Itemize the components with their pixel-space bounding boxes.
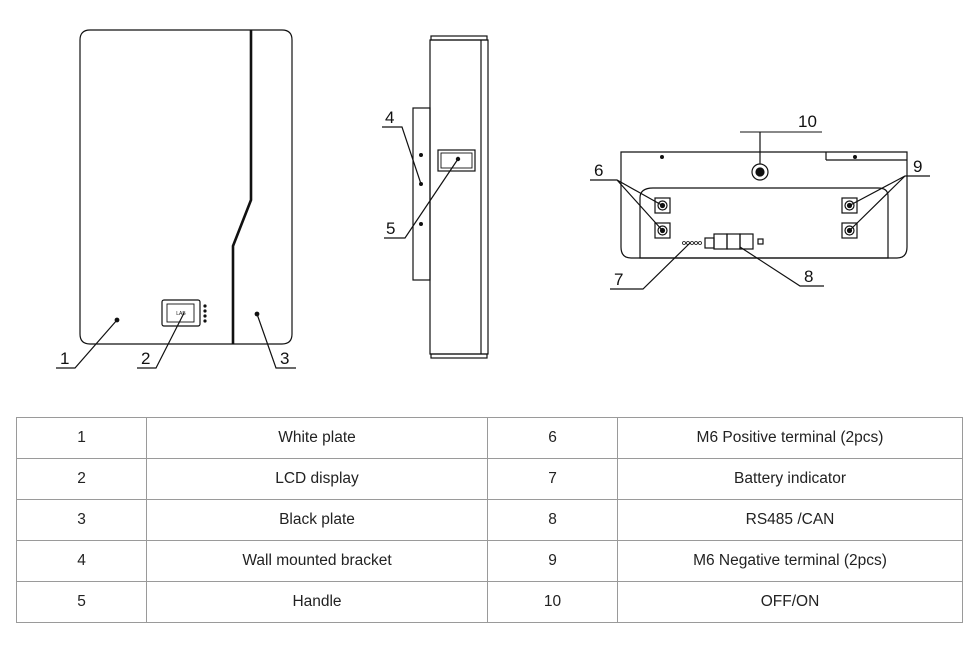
part-number: 8	[487, 499, 618, 541]
callout-3: 3	[280, 349, 289, 368]
part-number: 7	[487, 458, 618, 500]
leader-7	[610, 242, 691, 290]
part-number: 2	[16, 458, 147, 500]
part-name: RS485 /CAN	[617, 499, 963, 541]
callout-6: 6	[594, 161, 603, 180]
callout-4: 4	[385, 108, 394, 127]
leader-1	[56, 319, 118, 369]
part-number: 4	[16, 540, 147, 582]
lcd-status-leds	[203, 304, 207, 323]
table-row: 1 White plate 6 M6 Positive terminal (2p…	[16, 417, 963, 459]
wall-bracket	[412, 107, 431, 281]
side-view-top-cap	[430, 35, 488, 41]
battery-indicator	[682, 241, 702, 245]
part-name: White plate	[146, 417, 488, 459]
leader-2	[137, 312, 185, 369]
leader-3	[256, 313, 296, 369]
power-switch	[751, 163, 769, 181]
part-number: 10	[487, 581, 618, 623]
positive-terminals	[654, 197, 671, 239]
black-plate-divider	[231, 30, 253, 344]
leader-4	[382, 126, 422, 185]
side-view-body	[429, 39, 489, 355]
side-view	[382, 35, 489, 359]
port-view	[590, 131, 930, 290]
table-row: 2 LCD display 7 Battery indicator	[16, 458, 963, 500]
leader-5	[384, 158, 459, 239]
table-row: 3 Black plate 8 RS485 /CAN	[16, 499, 963, 541]
callout-1: 1	[60, 349, 69, 368]
lcd-display: LAB	[161, 299, 207, 327]
part-number: 1	[16, 417, 147, 459]
leader-6	[590, 179, 663, 231]
front-view: LAB	[56, 29, 296, 369]
callout-7: 7	[614, 270, 623, 289]
part-number: 5	[16, 581, 147, 623]
part-name: Handle	[146, 581, 488, 623]
side-view-bottom-cap	[430, 353, 488, 359]
parts-table: 1 White plate 6 M6 Positive terminal (2p…	[16, 417, 963, 623]
part-name: Black plate	[146, 499, 488, 541]
lcd-text: LAB	[176, 311, 186, 317]
callout-10: 10	[798, 112, 817, 131]
part-name: Battery indicator	[617, 458, 963, 500]
callout-9: 9	[913, 157, 922, 176]
callout-2: 2	[141, 349, 150, 368]
part-name: LCD display	[146, 458, 488, 500]
part-name: M6 Negative terminal (2pcs)	[617, 540, 963, 582]
table-row: 5 Handle 10 OFF/ON	[16, 581, 963, 623]
leader-8	[739, 246, 824, 287]
part-number: 3	[16, 499, 147, 541]
rs485-can-ports	[704, 233, 764, 250]
callout-8: 8	[804, 267, 813, 286]
port-view-body	[620, 151, 908, 259]
part-number: 9	[487, 540, 618, 582]
product-diagram: LAB	[56, 29, 930, 369]
callout-5: 5	[386, 219, 395, 238]
leader-9	[849, 175, 930, 231]
part-name: Wall mounted bracket	[146, 540, 488, 582]
part-name: M6 Positive terminal (2pcs)	[617, 417, 963, 459]
front-view-body	[79, 29, 293, 345]
table-row: 4 Wall mounted bracket 9 M6 Negative ter…	[16, 540, 963, 582]
negative-terminals	[841, 197, 858, 239]
part-number: 6	[487, 417, 618, 459]
part-name: OFF/ON	[617, 581, 963, 623]
